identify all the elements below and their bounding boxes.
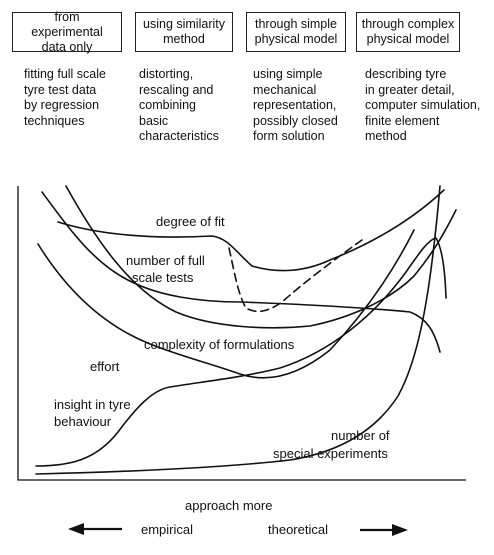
column-title-line: from experimental <box>31 9 103 39</box>
description-line: distorting, <box>139 67 194 81</box>
label-insight-line1: insight in tyre <box>54 397 131 412</box>
description-line: possibly closed <box>253 113 338 128</box>
label-effort: effort <box>90 359 120 374</box>
theoretical-label: theoretical <box>268 522 328 537</box>
column-title-line: data only <box>41 39 93 54</box>
right-arrow-icon <box>360 524 408 536</box>
left-arrow-icon <box>68 523 122 535</box>
empirical-label: empirical <box>141 522 194 537</box>
column-title-simple-model: through simple physical model <box>246 12 346 52</box>
description-line: using simple <box>253 67 323 81</box>
column-description-experimental: fitting full scale tyre test data by reg… <box>24 67 106 129</box>
description-line: basic <box>139 113 169 128</box>
label-degree-of-fit: degree of fit <box>156 214 225 229</box>
label-complexity: complexity of formulations <box>144 337 295 352</box>
column-description-complex-model: describing tyre in greater detail, compu… <box>365 67 480 145</box>
description-line: in greater detail, <box>365 82 455 97</box>
description-line: combining <box>139 98 196 112</box>
diagram-axes <box>17 186 466 481</box>
label-full-scale-tests-line2: scale tests <box>132 270 194 285</box>
description-line: rescaling and <box>139 82 214 97</box>
column-title-line: physical model <box>254 32 338 46</box>
label-full-scale-tests-line1: number of full <box>126 253 205 268</box>
degree-of-fit-dashed-curve <box>228 239 363 313</box>
column-title-similarity: using similarity method <box>135 12 233 52</box>
column-title-line: physical model <box>366 32 450 46</box>
effort-curve <box>37 229 415 379</box>
insight-curve <box>35 237 447 467</box>
full-scale-tests-curve <box>41 191 441 353</box>
degree-of-fit-curve <box>57 189 445 272</box>
column-title-line: through complex <box>361 17 455 31</box>
column-description-similarity: distorting, rescaling and combining basi… <box>139 67 219 145</box>
description-line: computer simulation, <box>365 98 481 112</box>
label-insight-line2: behaviour <box>54 414 112 429</box>
label-special-line1: number of <box>331 428 390 443</box>
complexity-curve <box>65 185 457 329</box>
column-title-complex-model: through complex physical model <box>356 12 460 52</box>
description-line: by regression <box>24 98 100 112</box>
description-line: fitting full scale <box>24 67 106 81</box>
column-description-simple-model: using simple mechanical representation, … <box>253 67 338 145</box>
description-line: form solution <box>253 129 325 143</box>
description-line: mechanical <box>253 82 317 97</box>
description-line: describing tyre <box>365 67 447 81</box>
column-title-line: using similarity <box>143 17 225 31</box>
description-line: characteristics <box>139 129 219 143</box>
column-title-line: method <box>163 32 205 46</box>
description-line: representation, <box>253 98 337 112</box>
description-line: techniques <box>24 113 85 128</box>
approach-label: approach more <box>185 498 273 513</box>
column-title-experimental: from experimental data only <box>12 9 122 54</box>
column-title-line: through simple <box>255 17 337 31</box>
description-line: finite element <box>365 113 440 128</box>
special-experiments-curve <box>35 185 441 475</box>
label-special-line2: special experiments <box>273 446 388 461</box>
description-line: method <box>365 129 407 143</box>
description-line: tyre test data <box>24 82 97 97</box>
